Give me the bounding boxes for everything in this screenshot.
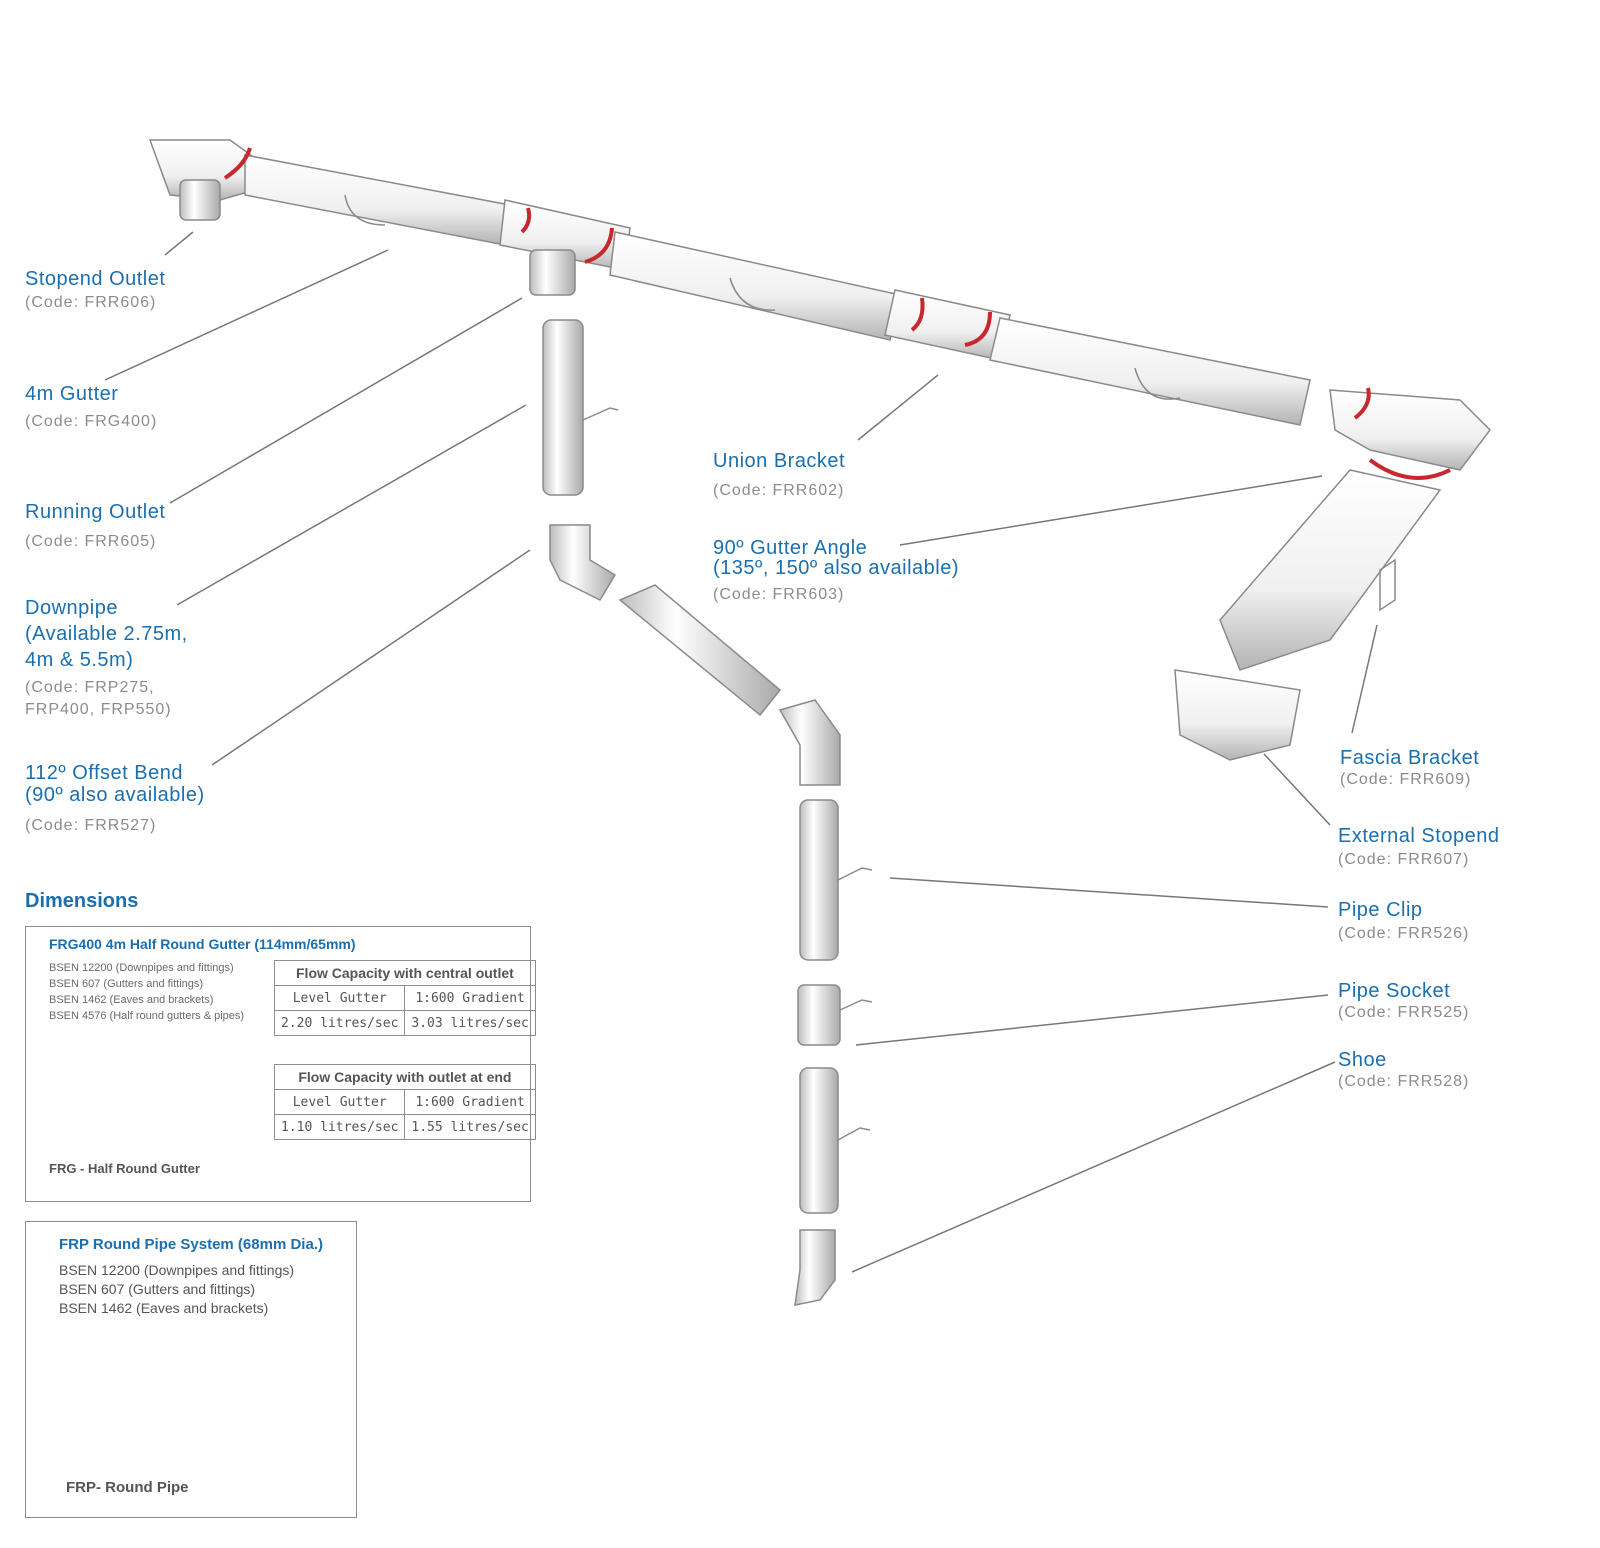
leader-lines: [104, 231, 1378, 1273]
gutter-section-2: [609, 231, 901, 341]
label-downpipe: Downpipe (Available 2.75m, 4m & 5.5m) (C…: [25, 595, 188, 720]
flow-value: 1.55 litres/sec: [404, 1114, 536, 1140]
gutter-drawing-caption: FRG - Half Round Gutter: [49, 1161, 200, 1176]
label-gutter-angle: 90º Gutter Angle (135º, 150º also availa…: [713, 538, 959, 604]
gutter-standards-list: BSEN 12200 (Downpipes and fittings) BSEN…: [49, 960, 244, 1024]
offset-bend-lower: [778, 699, 841, 786]
label-union-bracket: Union Bracket (Code: FRR602): [713, 450, 845, 500]
pipe-spec-box: FRP Round Pipe System (68mm Dia.) BSEN 1…: [25, 1221, 357, 1518]
pipe-standards-list: BSEN 12200 (Downpipes and fittings) BSEN…: [59, 1261, 294, 1318]
label-name: Fascia Bracket: [1340, 747, 1480, 769]
gutter-spec-title: FRG400 4m Half Round Gutter (114mm/65mm): [49, 936, 356, 952]
label-code: (Code: FRG400): [25, 413, 158, 431]
flow-value: 2.20 litres/sec: [273, 1010, 406, 1036]
downpipe-diagonal: [618, 584, 782, 717]
label-code: (Code: FRP275, FRP400, FRP550): [25, 679, 172, 718]
label-name: 4m Gutter: [25, 383, 119, 405]
downpipe-upper: [542, 319, 584, 496]
standard-item: BSEN 607 (Gutters and fittings): [49, 978, 204, 990]
flow-header: Level Gutter: [273, 1089, 406, 1115]
label-code: (Code: FRR527): [25, 816, 157, 834]
standard-item: BSEN 1462 (Eaves and brackets): [49, 994, 214, 1006]
label-code: (Code: FRR525): [1338, 1004, 1470, 1022]
label-offset-bend: 112º Offset Bend (90º also available) (C…: [25, 762, 205, 835]
dimensions-heading: Dimensions: [25, 890, 139, 912]
gutter-section-1: [244, 154, 511, 246]
label-name: Pipe Clip: [1338, 899, 1423, 921]
label-4m-gutter: 4m Gutter (Code: FRG400): [25, 383, 157, 431]
label-stopend-outlet: Stopend Outlet (Code: FRR606): [25, 268, 165, 312]
flow-header: 1:600 Gradient: [404, 985, 536, 1011]
label-code: (Code: FRR602): [713, 482, 845, 500]
flow-header: 1:600 Gradient: [404, 1089, 536, 1115]
downpipe-middle: [799, 799, 839, 961]
gutter-angle-part: [1329, 389, 1491, 471]
label-code: (Code: FRR607): [1338, 851, 1470, 869]
label-code: (Code: FRR606): [25, 294, 157, 312]
flow-table-title: Flow Capacity with central outlet: [274, 960, 536, 986]
label-pipe-clip: Pipe Clip (Code: FRR526): [1338, 899, 1469, 943]
downpipe-stack: [542, 319, 841, 1306]
gutter-brackets: [344, 194, 1181, 400]
label-name: Pipe Socket: [1338, 980, 1451, 1002]
red-seals: [223, 147, 1451, 480]
flow-table-end: Flow Capacity with outlet at end Level G…: [273, 1064, 536, 1140]
stopend-outlet-nozzle: [179, 179, 221, 221]
label-name: Downpipe (Available 2.75m, 4m & 5.5m): [25, 597, 188, 671]
downpipe-lower: [799, 1067, 839, 1214]
gutter-run: [148, 139, 1491, 761]
gutter-spec-box: FRG400 4m Half Round Gutter (114mm/65mm)…: [25, 926, 536, 1202]
label-pipe-socket: Pipe Socket (Code: FRR525): [1338, 980, 1469, 1022]
flow-value: 1.10 litres/sec: [273, 1114, 406, 1140]
label-shoe: Shoe (Code: FRR528): [1338, 1049, 1469, 1091]
label-running-outlet: Running Outlet (Code: FRR605): [25, 501, 165, 551]
flow-header: Level Gutter: [273, 985, 406, 1011]
standard-item: BSEN 4576 (Half round gutters & pipes): [49, 1010, 245, 1022]
standard-item: BSEN 12200 (Downpipes and fittings): [49, 962, 234, 974]
shoe-part: [794, 1229, 836, 1306]
pipe-spec-title: FRP Round Pipe System (68mm Dia.): [59, 1236, 323, 1253]
standard-item: BSEN 607 (Gutters and fittings): [59, 1281, 256, 1297]
pipe-clips: [582, 407, 1396, 1141]
pipe-drawing-caption: FRP- Round Pipe: [66, 1479, 189, 1496]
pipe-socket-part: [797, 984, 841, 1046]
union-bracket-part: [884, 289, 1011, 361]
label-code: (Code: FRR528): [1338, 1073, 1470, 1091]
flow-table-central: Flow Capacity with central outlet Level …: [273, 960, 536, 1036]
label-code: (Code: FRR609): [1340, 771, 1472, 789]
label-name: Stopend Outlet: [25, 268, 166, 290]
label-name: Running Outlet: [25, 501, 166, 523]
gutter-section-diagonal: [1219, 469, 1442, 671]
label-name: Shoe: [1338, 1049, 1387, 1071]
label-code: (Code: FRR605): [25, 533, 157, 551]
offset-bend-upper: [549, 524, 617, 601]
external-stopend-part: [1174, 669, 1301, 761]
flow-value: 3.03 litres/sec: [404, 1010, 536, 1036]
label-name: 112º Offset Bend (90º also available): [25, 762, 205, 807]
label-name: Union Bracket: [713, 450, 846, 472]
label-external-stopend: External Stopend (Code: FRR607): [1338, 825, 1499, 869]
standard-item: BSEN 12200 (Downpipes and fittings): [59, 1262, 295, 1278]
label-name: 90º Gutter Angle (135º, 150º also availa…: [713, 537, 960, 579]
gutter-section-3: [989, 317, 1311, 426]
flow-table-title: Flow Capacity with outlet at end: [274, 1064, 536, 1090]
running-outlet-nozzle: [529, 249, 576, 296]
standard-item: BSEN 1462 (Eaves and brackets): [59, 1300, 269, 1316]
label-name: External Stopend: [1338, 825, 1500, 847]
label-code: (Code: FRR603): [713, 586, 845, 603]
label-fascia-bracket: Fascia Bracket (Code: FRR609): [1340, 747, 1479, 789]
label-code: (Code: FRR526): [1338, 925, 1470, 943]
